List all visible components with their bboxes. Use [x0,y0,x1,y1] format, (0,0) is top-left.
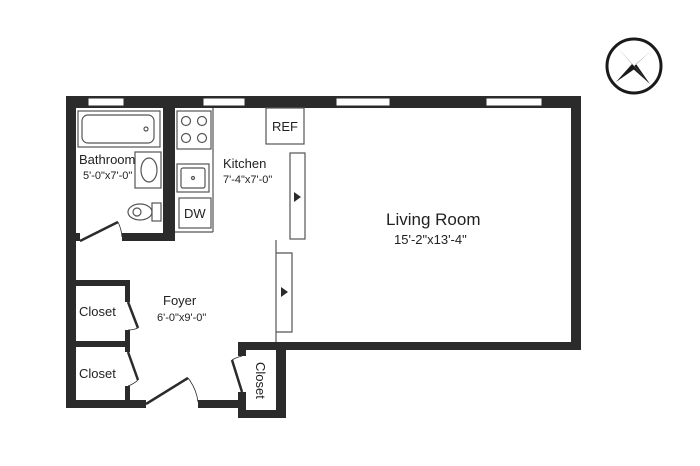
closet-upper-name: Closet [79,304,116,319]
bathtub-inner [81,114,155,144]
bathroom-door-swing [117,221,123,238]
entry-door-swing [187,377,199,403]
closet-upper-door-swing [127,327,139,331]
exterior-walls [66,96,581,418]
bottom-wall-middle [198,400,242,408]
cabinet-arrow-icon [294,192,301,202]
bathroom-door [79,220,119,243]
compass-rose-icon [605,37,663,95]
bathroom-fixtures [77,110,162,222]
burner-icon [196,115,208,127]
tub-drain [143,126,149,132]
compass-star-highlight [618,48,636,68]
refrigerator-label: REF [272,119,298,134]
side-closet-right [276,342,286,418]
living-room-name: Living Room [386,210,481,229]
living-room-dims: 15'-2"x13'-4" [394,232,467,247]
side-closet-left-lower [238,392,246,412]
window [202,97,246,107]
kitchen-sink-basin [180,167,206,189]
window [485,97,543,107]
entry-door [145,376,189,406]
window [87,97,125,107]
toilet-seat [132,207,142,217]
kitchen-living-partition [175,108,306,342]
bathroom-dims: 5'-0"x7'-0" [83,170,132,182]
left-wall [66,96,76,408]
right-wall [571,96,581,350]
window [335,97,391,107]
compass-star [616,48,636,82]
closet-upper-top [66,280,130,286]
side-closet-top [238,342,286,350]
room-labels: Bathroom 5'-0"x7'-0" Kitchen 7'-4"x7'-0"… [79,119,481,399]
cabinet-arrows [281,192,301,297]
interior-walls [66,96,175,408]
bath-bottom-wall [122,233,175,241]
sink-icon [140,157,158,183]
bottom-wall-left [66,400,146,408]
bath-kitchen-wall [163,96,175,241]
compass-star-highlight [632,64,650,84]
closet-side-door [230,359,244,393]
bathtub-icon [77,110,161,148]
closet-upper-door [126,301,140,329]
stove-icon [176,110,212,150]
kitchen-fixtures [176,107,305,229]
closet-lower-door [126,351,140,381]
dishwasher-label: DW [184,206,206,221]
toilet-bowl-icon [127,203,153,221]
foyer-dims: 6'-0"x9'-0" [157,312,206,324]
closet-side-door-swing [231,355,243,361]
doors [79,220,244,406]
closet-divider-right [125,330,130,352]
foyer-name: Foyer [163,293,197,308]
vanity [134,151,162,189]
top-wall [66,96,581,108]
bathroom-name: Bathroom [79,152,135,167]
closet-lower-right [125,386,130,408]
closet-lower-name: Closet [79,366,116,381]
windows [87,97,543,107]
toilet-tank [151,202,162,222]
kitchen-dims: 7'-4"x7'-0" [223,174,272,186]
closet-side-name: Closet [253,362,268,399]
burner-icon [196,132,208,144]
compass-star [632,50,652,84]
burner-icon [180,115,192,127]
sink-drain [190,175,196,181]
cabinet-arrow-icon [281,287,288,297]
kitchen-sink-icon [176,163,210,193]
side-closet-left [238,342,246,356]
closet-upper-right [125,280,130,302]
refrigerator-box [265,107,305,145]
lower-cabinet [276,252,293,333]
closet-lower-door-swing [127,379,139,387]
upper-cabinet [289,152,306,240]
closet-divider [66,341,130,347]
burner-icon [180,132,192,144]
dishwasher-box [178,197,212,229]
kitchen-name: Kitchen [223,156,266,171]
bath-bottom-stub [66,233,80,241]
living-bottom-wall [276,342,581,350]
side-closet-bottom [238,410,286,418]
